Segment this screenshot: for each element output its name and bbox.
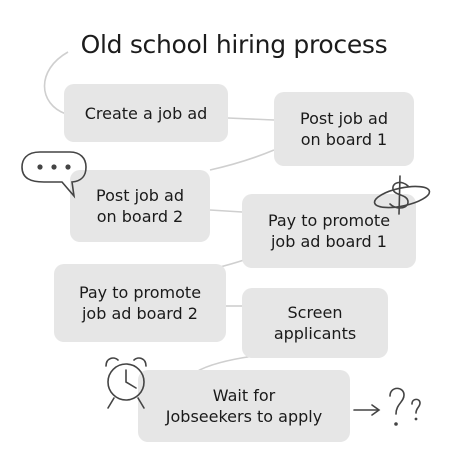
step-pay-promote-board-2: Pay to promote job ad board 2 [54, 264, 226, 342]
question-marks-icon [353, 387, 421, 426]
step-create-job-ad: Create a job ad [64, 84, 228, 142]
alarm-clock-icon [105, 357, 147, 409]
diagram-title: Old school hiring process [80, 30, 388, 59]
dollar-icon [373, 175, 431, 215]
connector-step1-to-step2 [227, 117, 275, 121]
connector-step3-to-step4 [209, 209, 243, 213]
step-post-board-1: Post job ad on board 1 [274, 92, 414, 166]
speech-bubble-icon [21, 151, 87, 199]
step-pay-promote-board-1: Pay to promote job ad board 1 [242, 194, 416, 268]
step-post-board-2: Post job ad on board 2 [70, 170, 210, 242]
step-wait-for-jobseekers: Wait for Jobseekers to apply [138, 370, 350, 442]
connector-title-to-step1 [43, 51, 69, 115]
connector-step2-to-step3 [209, 149, 275, 171]
step-screen-applicants: Screen applicants [242, 288, 388, 358]
